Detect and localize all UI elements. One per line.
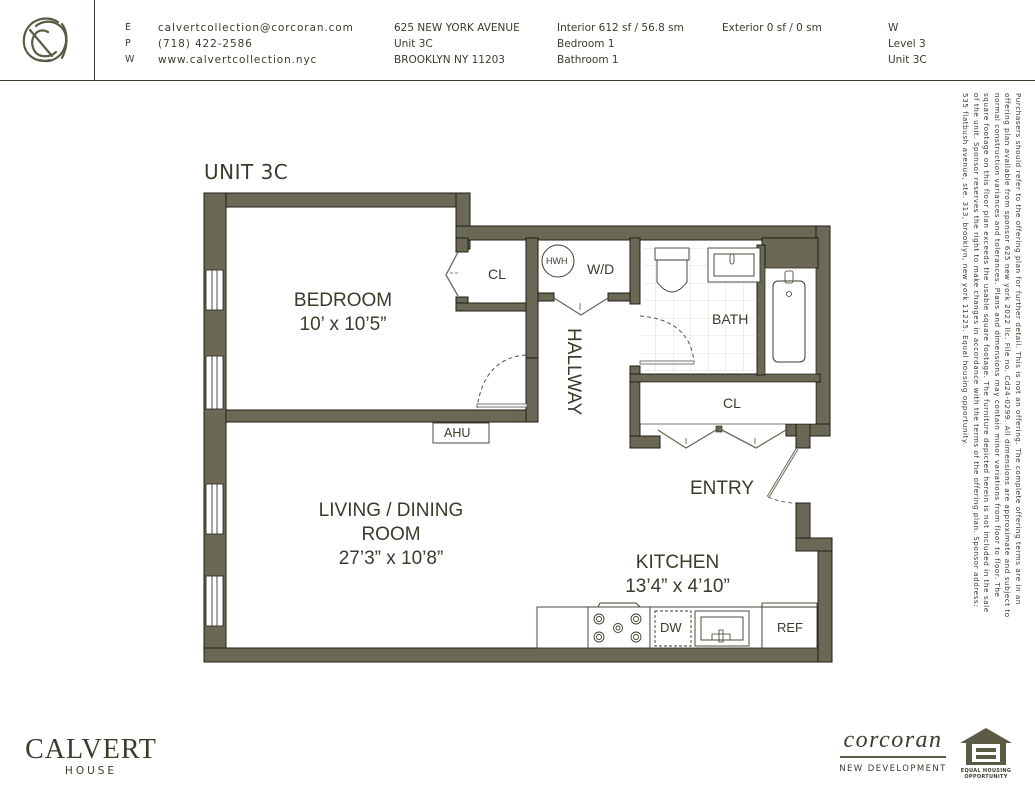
calvert-house-logo: CALVERT HOUSE [25,734,157,778]
wall [525,237,539,359]
toilet-tank [654,247,690,261]
unit-number: Unit 3C [888,54,927,66]
phone-label: P [125,38,131,49]
bath-door [639,360,695,365]
wall [629,435,661,449]
legal-disclaimer: Purchasers should refer to the offering … [943,93,1023,623]
wall [537,292,555,302]
living-name-line1: LIVING / DINING [318,500,464,521]
kitchen-dims: 13’4” x 4’10” [625,575,730,597]
windows [205,269,224,627]
room-label-bedroom-closet: CL [488,266,506,282]
bedroom-count: Bedroom 1 [557,38,615,50]
kitchen-name: KITCHEN [635,552,720,573]
wall [203,192,471,208]
dishwasher [654,610,692,647]
corcoran-name: corcoran [843,727,943,753]
entry-closet [639,381,817,425]
calvert-sub: HOUSE [64,765,118,777]
level: Level 3 [888,38,926,50]
wall [629,373,821,383]
vanity [707,247,761,283]
fixture-label-hwh: HWH [546,256,568,266]
entry-closet-door-left [657,429,717,449]
email-label: E [125,22,132,33]
fixture-label-ref: REF [777,620,803,635]
address-unit: Unit 3C [394,38,433,50]
room-label-bath: BATH [712,311,749,327]
room-label-bedroom: BEDROOM 10’ x 10’5” [283,289,403,337]
wall [525,355,539,423]
specs-block: Interior 612 sf / 56.8 sm Bedroom 1 Bath… [557,20,684,68]
wall [455,302,537,312]
ahu-unit [432,422,490,444]
room-label-living: LIVING / DINING ROOM 27’3” x 10’8” [306,499,476,570]
living-name-line2: ROOM [361,523,421,545]
room-label-hallway: HALLWAY [563,328,584,416]
stove-burners [593,613,642,643]
living-dims: 27’3” x 10’8” [338,547,444,569]
orientation-block: W Level 3 Unit 3C [888,20,927,68]
address-block: 625 NEW YORK AVENUE Unit 3C BROOKLYN NY … [394,20,520,68]
unit-title: UNIT 3C [204,160,289,184]
logo-box [0,0,95,81]
bedroom-closet-door [445,251,459,297]
eho-line2: OPPORTUNITY [964,773,1008,780]
corcoran-sub: NEW DEVELOPMENT [839,764,947,774]
wall [795,537,833,552]
entry-door-swing [767,496,797,504]
contact-values: calvertcollection@corcoran.com (718) 422… [158,20,354,68]
wall [629,237,641,305]
phone-link[interactable]: (718) 422-2586 [158,38,253,50]
address-street: 625 NEW YORK AVENUE [394,22,520,34]
wall [795,423,811,449]
eho-line1: EQUAL HOUSING [960,768,1012,774]
room-label-kitchen: KITCHEN 13’4” x 4’10” [610,551,745,599]
calvert-name: CALVERT [25,734,157,765]
calvert-monogram-icon [22,17,68,63]
header-bar: E P W calvertcollection@corcoran.com (71… [0,0,1035,81]
water-heater [541,244,575,278]
bedroom-name: BEDROOM [293,290,393,311]
equal-housing-logo: EQUAL HOUSING OPPORTUNITY [958,727,1014,780]
web-label: W [125,54,135,65]
room-label-entry: ENTRY [690,478,755,499]
entry-closet-door-right [721,429,787,449]
bedroom-door-swing [476,354,527,409]
web-link[interactable]: www.calvertcollection.nyc [158,54,318,66]
bathroom-count: Bathroom 1 [557,54,619,66]
wall [225,409,539,423]
exterior-area: Exterior 0 sf / 0 sm [722,22,822,34]
interior-area: Interior 612 sf / 56.8 sm [557,22,684,34]
corcoran-logo: corcoran NEW DEVELOPMENT [838,728,948,774]
contact-labels: E P W [125,20,134,68]
corcoran-divider [840,756,946,758]
bath-door-swing [639,315,695,363]
wall [203,647,833,663]
exterior-block: Exterior 0 sf / 0 sm [722,20,822,36]
toilet-bowl [656,259,688,293]
equal-housing-icon [960,728,1012,765]
room-label-laundry: W/D [587,261,615,277]
disclaimer-text: Purchasers should refer to the offering … [961,93,1023,618]
email-link[interactable]: calvertcollection@corcoran.com [158,22,354,34]
wall [761,237,819,269]
room-label-entry-closet: CL [723,395,741,411]
wall [455,237,469,253]
fixture-label-ahu: AHU [444,426,471,440]
wall [817,537,833,663]
bedroom-dims: 10’ x 10’5” [299,313,387,335]
address-city: BROOKLYN NY 11203 [394,54,505,66]
bedroom-door [476,403,528,408]
refrigerator [761,602,818,649]
fixture-label-dw: DW [660,620,682,635]
bathtub [772,280,806,363]
exposure: W [888,22,899,34]
laundry-closet-door [553,297,609,316]
